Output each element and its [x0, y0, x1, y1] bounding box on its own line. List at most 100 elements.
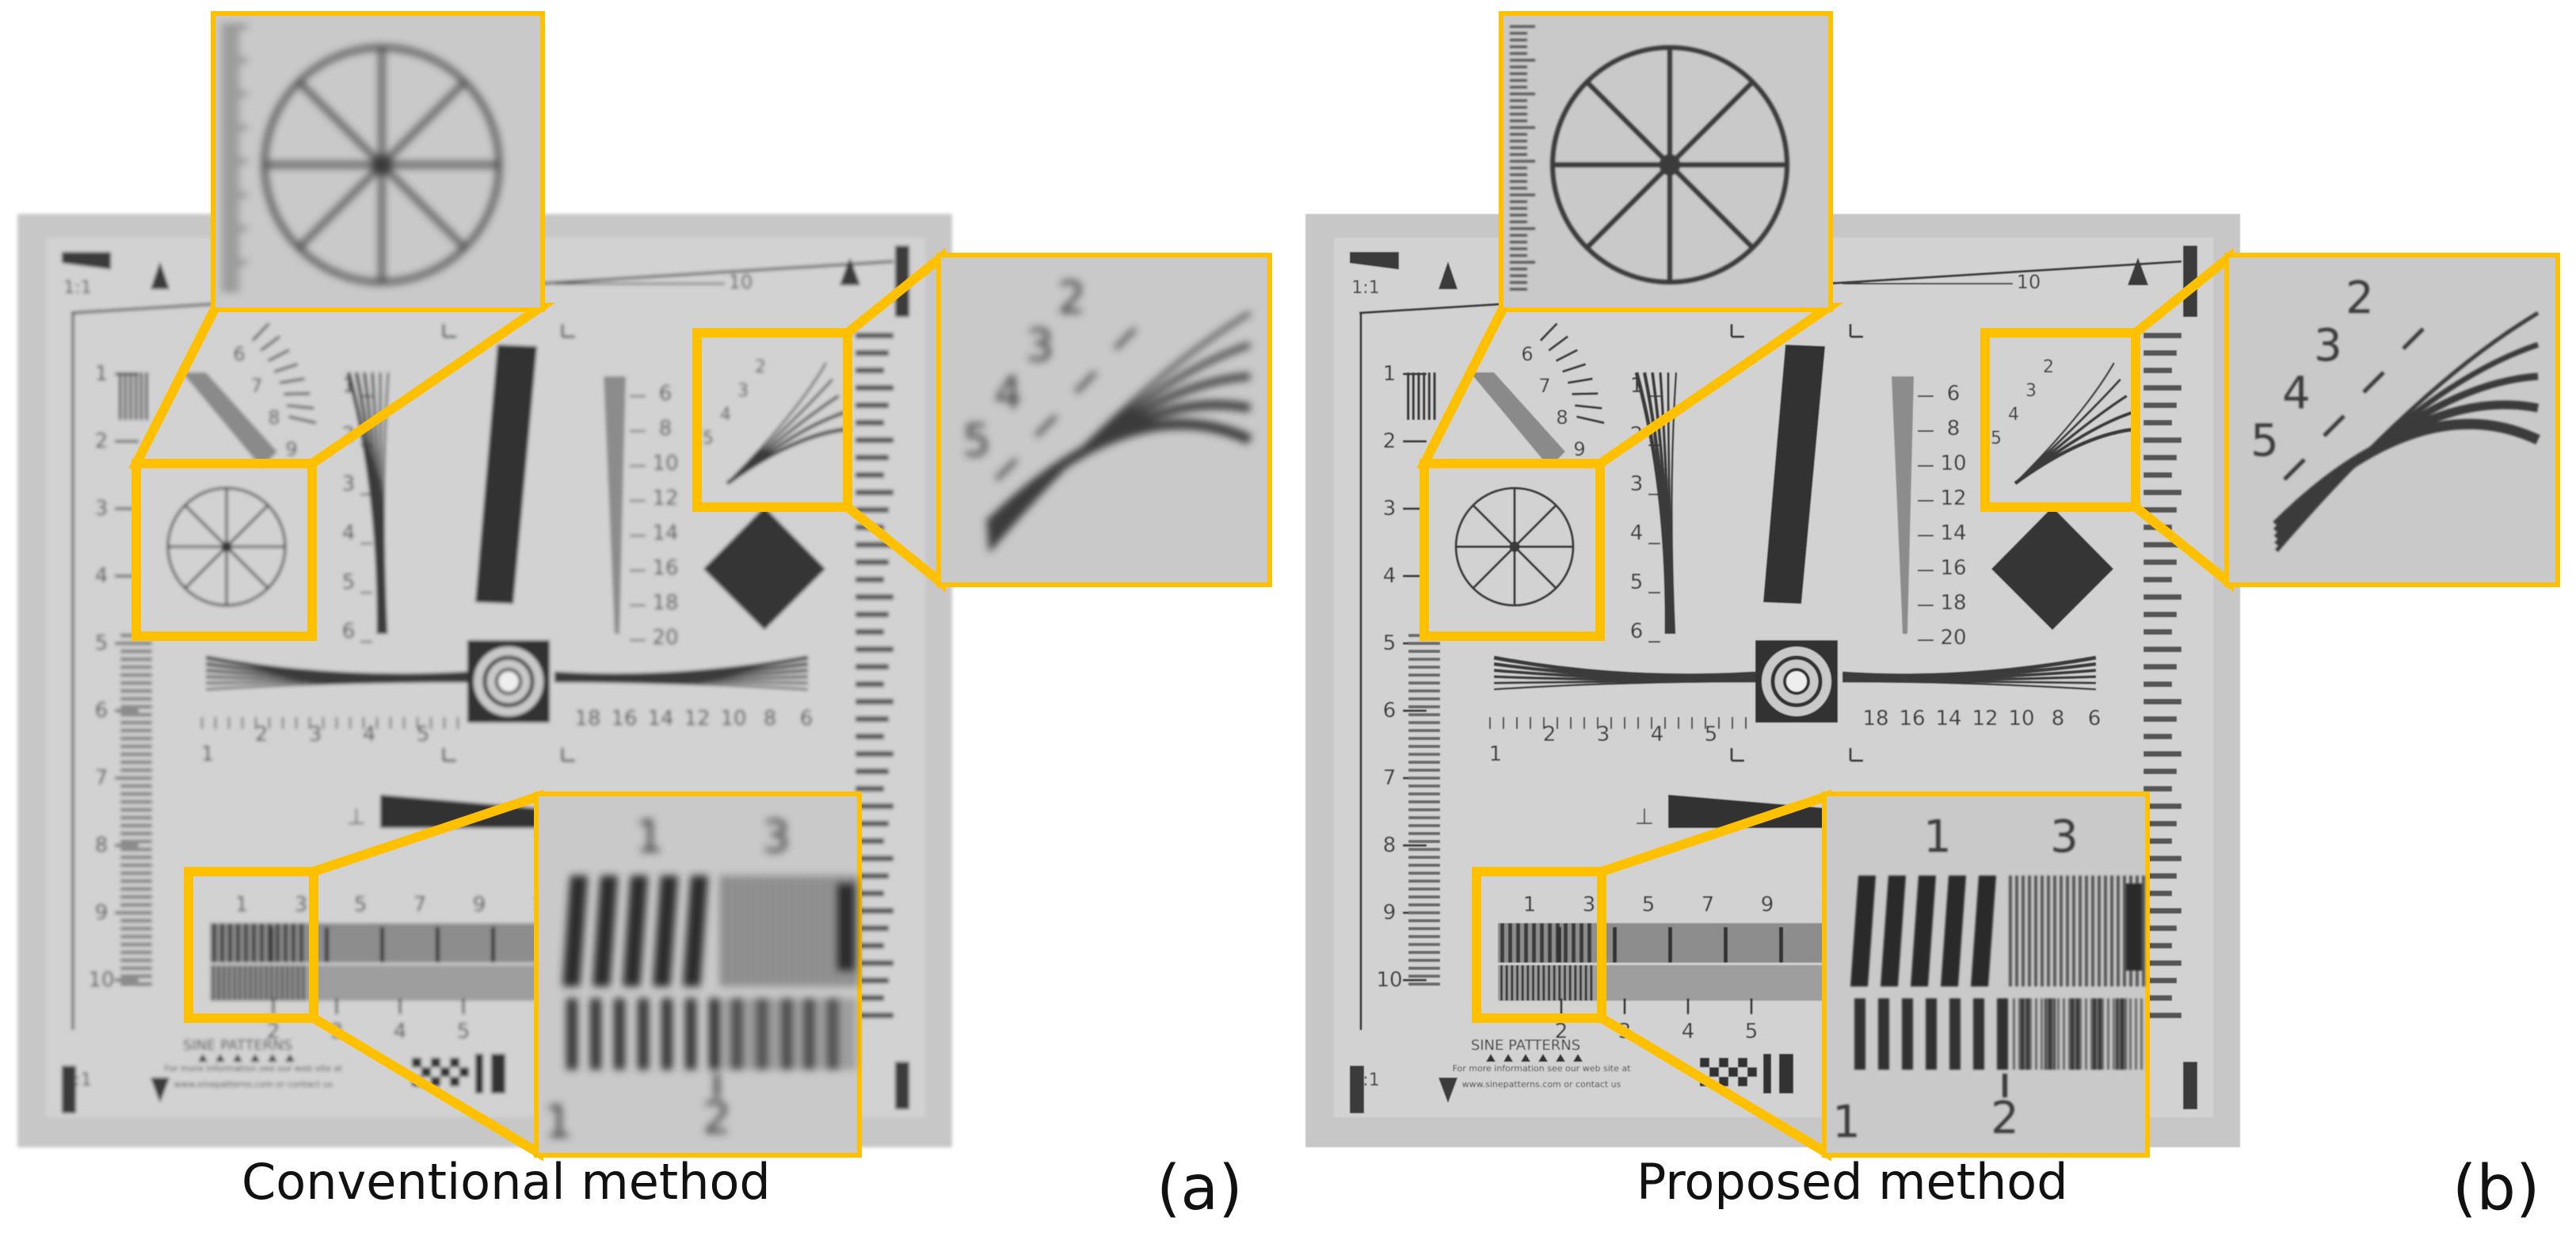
right-tick-number: 20	[1940, 626, 1966, 650]
bars-zoom-number: 2	[1991, 1093, 2019, 1144]
fan-zoom-number: 5	[962, 415, 991, 467]
h-right-number: 6	[800, 707, 814, 731]
h-left-number: 3	[1597, 723, 1610, 746]
left-scale-number: 6	[95, 699, 109, 723]
chart-card: 1:11:11012345678910678912345668101214161…	[17, 214, 952, 1147]
fan-small-number: 3	[737, 381, 749, 401]
bars-zoom-number: 2	[703, 1093, 731, 1144]
left-tick-number: 4	[342, 521, 356, 545]
h-right-number: 18	[574, 707, 600, 731]
bottom-row-number-2: 5	[1745, 1020, 1759, 1044]
panel-caption: Proposed method	[1637, 1153, 2068, 1211]
h-right-number: 16	[611, 707, 637, 731]
bars-zoom-number: 1	[1832, 1097, 1861, 1148]
right-tick-number: 18	[1940, 591, 1966, 615]
bars-zoom-number: 3	[762, 811, 791, 863]
left-tick-number: 5	[1630, 570, 1644, 594]
right-tick-number: 16	[652, 556, 678, 580]
bottom-row-number-2: 2	[1555, 1020, 1568, 1044]
right-tick-number: 6	[1947, 382, 1961, 406]
left-scale-number: 4	[95, 564, 109, 588]
fan-small-number: 5	[703, 429, 714, 448]
left-scale-number: 9	[1383, 901, 1397, 925]
h-right-number: 14	[647, 707, 673, 731]
h-right-number: 8	[764, 707, 777, 731]
bottom-row-number: 5	[1642, 893, 1656, 917]
fine-print: www.sinepatterns.com or contact us	[174, 1079, 333, 1089]
fan-zoom-number: 2	[2345, 273, 2374, 324]
ratio-label: 1:1	[1351, 278, 1379, 298]
h-left-number: 2	[255, 723, 269, 746]
left-scale-number: 4	[1383, 564, 1397, 588]
fan-zoom-number: 2	[1057, 273, 1086, 324]
right-tick-number: 14	[652, 521, 678, 545]
fan-small-number: 4	[720, 405, 731, 425]
fine-print: www.sinepatterns.com or contact us	[1462, 1079, 1621, 1089]
right-tick-number: 14	[1940, 521, 1966, 545]
left-scale-number: 5	[95, 632, 109, 655]
fan-zoom-number: 3	[2314, 320, 2342, 372]
left-tick-number: 3	[1630, 472, 1644, 496]
ratio-label: 1:1	[63, 278, 91, 298]
left-tick-number: 6	[342, 620, 356, 643]
perp-symbol: ⊥	[347, 803, 366, 830]
zoom-inset-wheel	[215, 16, 540, 307]
bottom-row-number: 3	[1583, 893, 1596, 917]
panel-caption: Conventional method	[242, 1153, 771, 1211]
left-scale-number: 6	[1383, 699, 1397, 723]
fan-number: 7	[1538, 375, 1550, 397]
fan-zoom-number: 5	[2250, 415, 2279, 467]
left-tick-number: 1	[1630, 374, 1644, 398]
h-left-number: 4	[363, 723, 376, 746]
h-right-number: 10	[720, 707, 746, 731]
bars-zoom-number: 1	[544, 1097, 573, 1148]
fan-number: 6	[1521, 343, 1533, 365]
h-right-number: 6	[2088, 707, 2102, 731]
bars-zoom-number: 1	[1923, 811, 1952, 863]
right-tick-number: 12	[1940, 487, 1966, 510]
left-tick-number: 4	[1630, 521, 1644, 545]
fan-small-number: 3	[2025, 381, 2037, 401]
left-scale-number: 10	[88, 968, 114, 992]
h-left-number: 1	[1489, 742, 1503, 766]
bottom-row-number-2: 2	[267, 1020, 280, 1044]
left-tick-number: 5	[342, 570, 356, 594]
ratio-label: 1:1	[1351, 1070, 1379, 1090]
bottom-row-number-2: 4	[394, 1020, 407, 1044]
fan-zoom-number: 3	[1026, 320, 1054, 372]
fine-print: For more information see our web site at	[165, 1063, 343, 1074]
left-scale-number: 10	[1376, 968, 1402, 992]
bottom-row-number: 7	[413, 893, 427, 917]
right-tick-number: 8	[659, 417, 673, 441]
sine-patterns-text: SINE PATTERNS	[1471, 1037, 1580, 1054]
h-right-number: 10	[2008, 707, 2034, 731]
right-tick-number: 20	[652, 626, 678, 650]
panel-letter: (a)	[1157, 1153, 1243, 1224]
fan-small-number: 4	[2008, 405, 2019, 425]
left-scale-number: 2	[1383, 429, 1397, 453]
h-left-number: 2	[1543, 723, 1557, 746]
fan-number: 9	[1573, 438, 1585, 460]
h-left-number: 4	[1651, 723, 1664, 746]
bottom-row-number: 1	[235, 893, 249, 917]
left-scale-number: 1	[95, 362, 109, 386]
left-scale-number: 2	[95, 429, 109, 453]
right-tick-number: 6	[659, 382, 673, 406]
h-left-number: 5	[1705, 723, 1718, 746]
fan-number: 7	[250, 375, 262, 397]
h-right-number: 12	[1972, 707, 1998, 731]
right-tick-number: 12	[652, 487, 678, 510]
right-tick-number: 10	[1940, 452, 1966, 475]
bottom-row-number: 5	[354, 893, 368, 917]
perp-symbol: ⊥	[1635, 803, 1654, 830]
h-right-number: 18	[1862, 707, 1888, 731]
left-scale-number: 9	[95, 901, 109, 925]
right-tick-number: 18	[652, 591, 678, 615]
fan-small-number: 5	[1991, 429, 2002, 448]
fan-number: 9	[285, 438, 297, 460]
left-scale-number: 5	[1383, 632, 1397, 655]
fan-zoom-number: 4	[994, 368, 1023, 419]
